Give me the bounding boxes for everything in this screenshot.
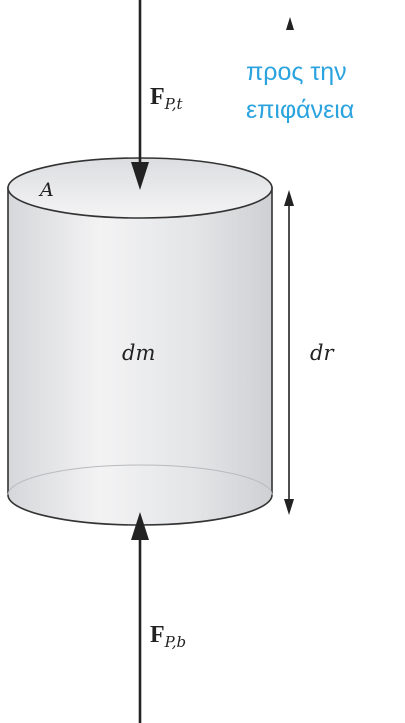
mass-label: dm	[122, 341, 155, 365]
thickness-dimension-arrow	[284, 190, 294, 515]
bottom-force-label: FP,b	[150, 622, 186, 651]
top-force-subscript: P,t	[164, 95, 184, 113]
cylinder-body	[7, 187, 273, 526]
thickness-label: dr	[310, 341, 335, 365]
annotation-line-2: επιφάνεια	[246, 96, 354, 124]
bottom-force-arrow	[131, 512, 149, 723]
area-label: A	[38, 179, 54, 201]
bottom-force-symbol: F	[150, 622, 165, 648]
top-force-label: FP,t	[150, 84, 183, 113]
top-force-symbol: F	[150, 84, 165, 110]
cylinder-bottom-back-edge	[7, 464, 273, 496]
annotation-line-1: προς την	[246, 58, 347, 86]
bottom-force-subscript: P,b	[164, 633, 186, 651]
top-force-arrow	[131, 0, 149, 190]
direction-up-icon	[286, 17, 294, 30]
